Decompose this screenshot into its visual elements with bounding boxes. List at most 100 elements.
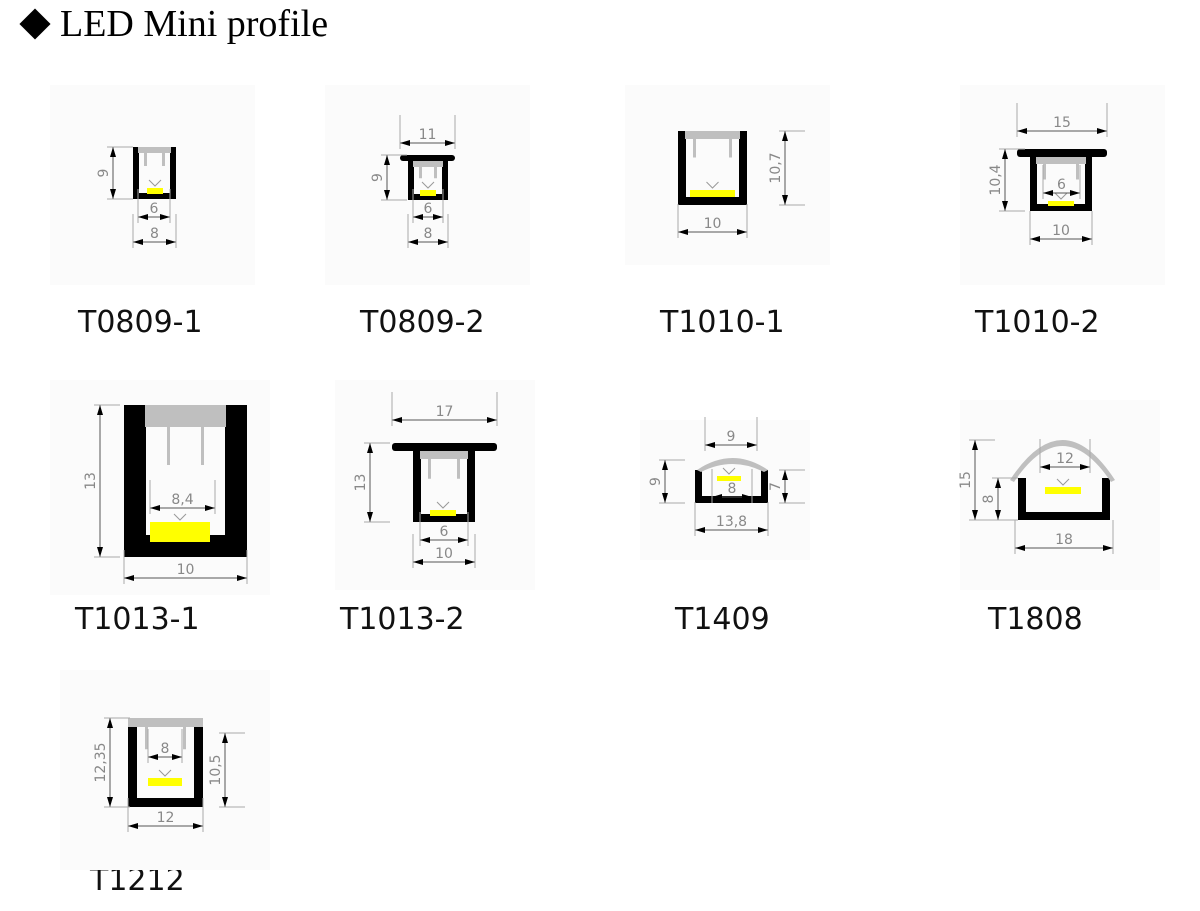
led-strip (690, 190, 735, 197)
dimension-line: 10,4 (988, 148, 1025, 212)
profile-body (128, 718, 203, 807)
led-strip (430, 510, 456, 516)
diffuser (1036, 157, 1086, 180)
dimension-line: 15 (1016, 103, 1108, 137)
diffuser (420, 451, 468, 479)
dimension-line: 10,7 (768, 130, 805, 206)
dimension-value: 13 (353, 474, 369, 492)
led-emission-mark (436, 501, 450, 509)
profile-drawing-t0809-1: 9 6 8 (96, 146, 177, 248)
led-emission-mark (706, 181, 719, 189)
dimension-line: 12 (1039, 439, 1091, 473)
dimension-value: 6 (1057, 177, 1066, 193)
dimension-value: 12 (1056, 451, 1074, 467)
dimension-line: 13 (83, 404, 120, 558)
profile-panel (625, 85, 830, 265)
dimension-line: 15 (958, 439, 995, 521)
dimension-value: 9 (96, 169, 112, 178)
profile-panel (335, 380, 535, 590)
dimension-line: 6 (137, 189, 171, 223)
profile-drawing-t1013-1: 13 8,4 10 (83, 404, 248, 584)
dimension-value: 9 (370, 173, 386, 182)
dimension-value: 12 (157, 810, 175, 826)
dimension-value: 10 (704, 216, 722, 232)
dimension-value: 8 (728, 481, 737, 497)
led-strip (148, 778, 182, 786)
profile-body (124, 405, 247, 557)
dimension-line: 6 (412, 189, 444, 223)
dimension-value: 6 (440, 524, 449, 540)
dimension-line: 6 (1042, 165, 1081, 199)
led-strip (420, 190, 436, 196)
dimension-line: 8,4 (149, 480, 216, 514)
diffuser (138, 147, 171, 166)
diffuser-arch (1010, 440, 1115, 482)
profile-panel (60, 670, 270, 870)
dimension-value: 10,7 (768, 152, 784, 183)
dimension-line: 10 (412, 534, 476, 568)
dimension-value: 6 (150, 201, 159, 217)
dimension-line: 12,35 (93, 717, 130, 808)
led-emission-mark (421, 181, 435, 189)
profile-name: T0809-1 (78, 305, 203, 340)
profile-name: T1010-1 (660, 305, 785, 340)
dimension-value: 8 (150, 226, 159, 242)
dimension-value: 10 (435, 546, 453, 562)
profile-drawing-t1013-2: 17 13 6 10 (353, 392, 498, 568)
dimension-line: 13,8 (694, 502, 769, 536)
led-emission-mark (158, 769, 172, 777)
dimension-line: 10 (677, 204, 748, 238)
dimension-value: 13,8 (716, 514, 747, 530)
dimension-line: 18 (1014, 520, 1114, 554)
dimension-line: 8 (981, 477, 1018, 521)
dimension-value: 8 (424, 226, 433, 242)
dimension-value: 10 (177, 562, 195, 578)
profile-panel (50, 85, 255, 285)
dimension-value: 8,4 (171, 492, 193, 508)
dimension-line: 10 (1029, 211, 1093, 245)
diffuser (685, 131, 740, 158)
profile-flange (400, 155, 455, 161)
dimension-line: 8 (407, 214, 449, 248)
dimension-line: 10,5 (208, 732, 245, 808)
diffuser (413, 161, 443, 179)
profile-panel (325, 85, 530, 285)
dimension-line: 12 (127, 798, 204, 832)
dimension-value: 9 (648, 477, 664, 486)
dimension-value: 11 (419, 127, 437, 143)
profile-body (1018, 478, 1110, 520)
profile-drawing-t1409: 9 9 7 8 13,8 (648, 417, 805, 536)
dimension-line: 7 (768, 469, 805, 504)
profile-body (678, 131, 747, 205)
profile-flange (1017, 149, 1107, 157)
dimension-line: 9 (96, 146, 133, 200)
dimension-line: 13 (353, 442, 390, 523)
profile-name: T1013-1 (75, 602, 200, 637)
dimension-value: 8 (161, 741, 170, 757)
profile-drawing-t1212: 12,35 10,5 8 12 (93, 717, 245, 832)
led-emission-mark (1056, 478, 1070, 486)
dimension-line: 9 (704, 417, 758, 451)
diffuser-arch (697, 458, 768, 472)
profile-drawing-t0809-2: 11 9 6 8 (370, 115, 456, 248)
profile-panel (640, 420, 810, 560)
profile-name: T1808 (988, 602, 1083, 637)
dimension-value: 7 (768, 482, 784, 491)
dimension-value: 15 (958, 471, 974, 489)
profile-panel (960, 400, 1160, 590)
profile-flange (392, 443, 497, 451)
dimension-value: 10,4 (988, 164, 1004, 195)
dimension-value: 13 (83, 472, 99, 490)
dimension-line: 9 (370, 154, 407, 201)
dimension-line: 10 (123, 550, 248, 584)
profile-drawing-t1010-1: 10,7 10 (677, 130, 805, 238)
profile-name: T1010-2 (975, 305, 1100, 340)
profile-name: T1409 (675, 602, 770, 637)
dimension-value: 15 (1053, 115, 1071, 131)
dimension-line: 17 (391, 392, 498, 426)
dimension-line: 8 (147, 729, 183, 763)
dimension-value: 17 (436, 404, 454, 420)
profile-body (133, 147, 176, 199)
led-strip (147, 188, 163, 194)
profile-body (695, 470, 768, 503)
